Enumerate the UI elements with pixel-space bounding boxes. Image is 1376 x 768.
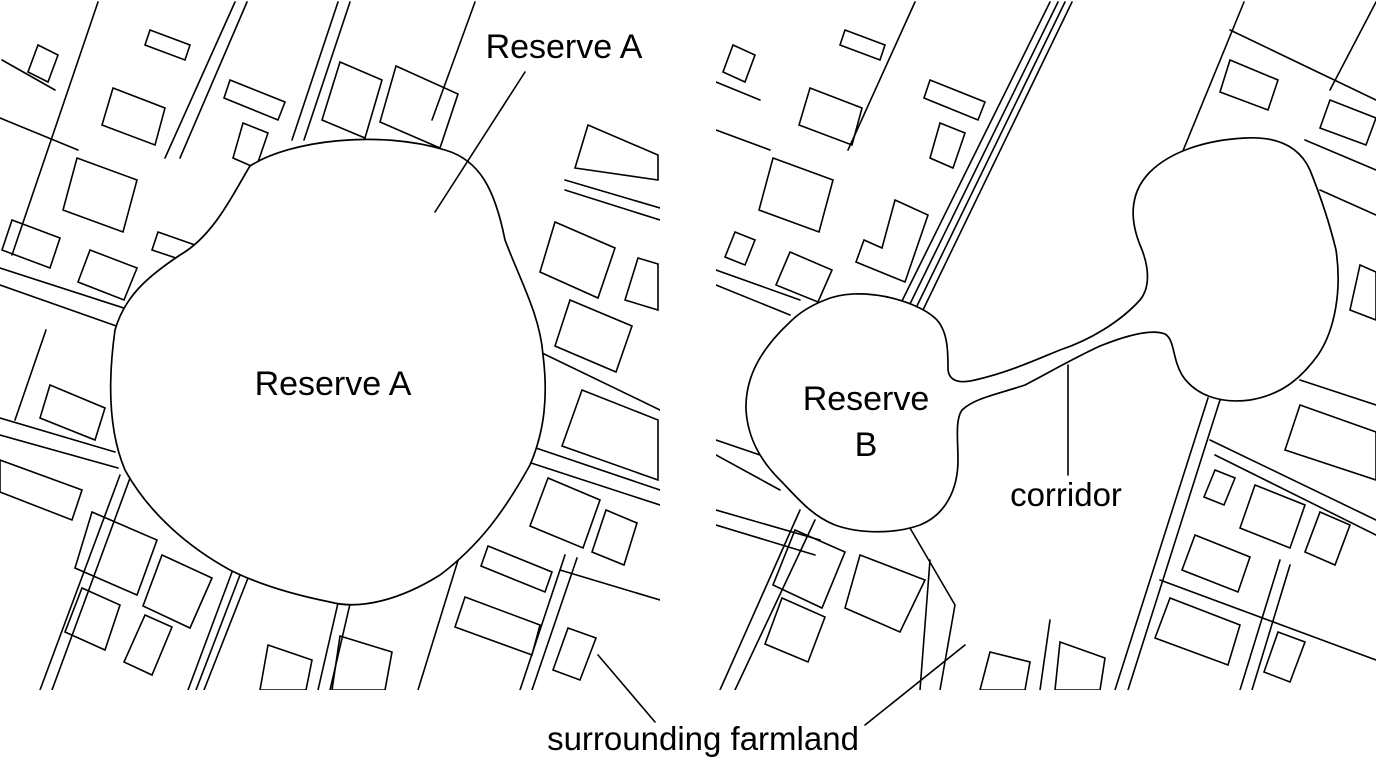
annotations: Reserve A Reserve A Reserve B corridor s…: [255, 28, 1122, 757]
reserve-b-label-line2: B: [855, 426, 878, 464]
corridor-label: corridor: [1010, 476, 1122, 513]
reserve-b-boundary: [745, 136, 1339, 533]
right-roads: [716, 1, 1376, 690]
farmland-leader-line-right: [864, 644, 966, 726]
reserve-b-label-line1: Reserve: [803, 380, 930, 418]
right-panel: [716, 1, 1376, 690]
right-farm-plots: [721, 28, 1376, 690]
farmland-leader-line-left: [597, 654, 656, 723]
left-panel: [0, 1, 660, 690]
reserve-a-leader-line: [434, 71, 526, 213]
reserve-a-center-label: Reserve A: [255, 365, 412, 403]
surrounding-farmland-label: surrounding farmland: [547, 720, 859, 757]
left-farm-plots: [0, 28, 659, 690]
reserve-a-top-label: Reserve A: [486, 28, 643, 66]
reserve-a-boundary: [109, 138, 547, 606]
